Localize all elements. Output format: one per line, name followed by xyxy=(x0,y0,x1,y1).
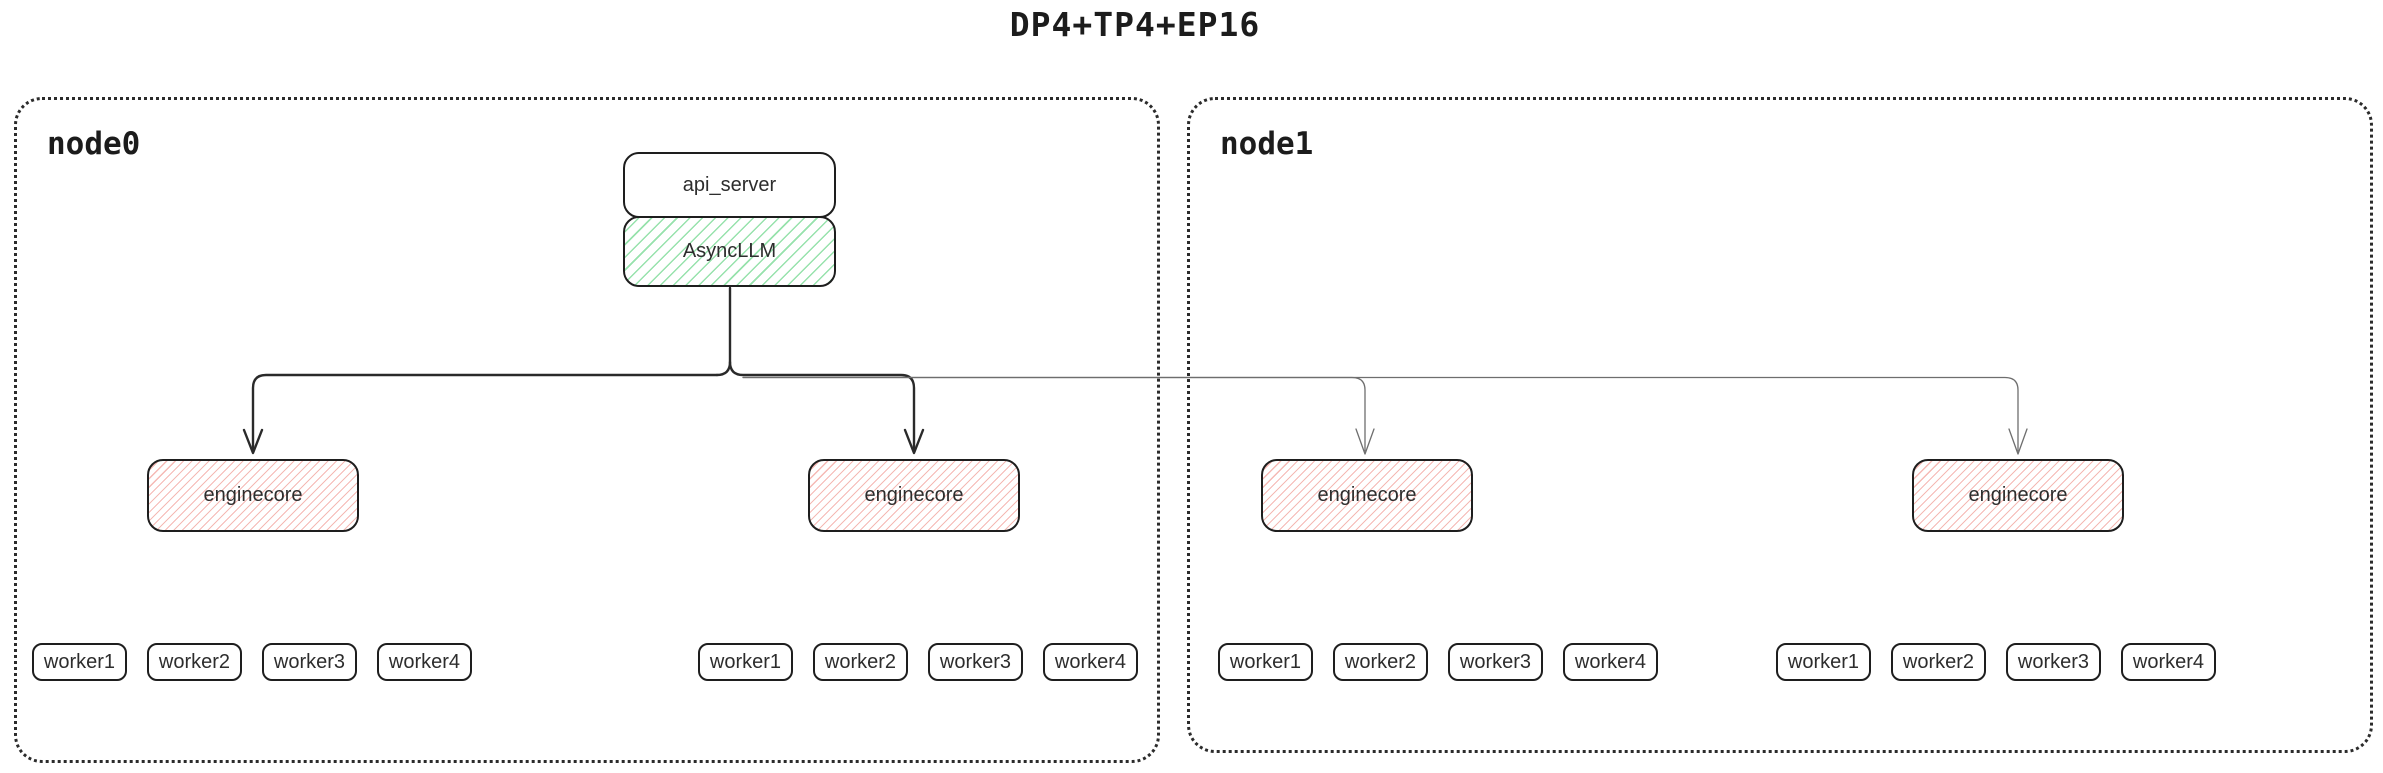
worker-box: worker2 xyxy=(147,643,242,681)
worker-label: worker3 xyxy=(939,650,1012,673)
node0-enginecore1-box: enginecore xyxy=(147,459,359,532)
worker-box: worker2 xyxy=(1891,643,1986,681)
asyncllm-box: AsyncLLM xyxy=(623,216,836,287)
worker-box: worker2 xyxy=(813,643,908,681)
worker-box: worker1 xyxy=(32,643,127,681)
worker-box: worker3 xyxy=(1448,643,1543,681)
worker-label: worker2 xyxy=(1344,650,1417,673)
worker-box: worker4 xyxy=(1043,643,1138,681)
node0-enginecore1-workers: worker1 worker2 worker3 worker4 xyxy=(32,643,472,681)
worker-box: worker3 xyxy=(262,643,357,681)
worker-box: worker1 xyxy=(698,643,793,681)
worker-label: worker1 xyxy=(1229,650,1302,673)
worker-box: worker1 xyxy=(1776,643,1871,681)
worker-label: worker3 xyxy=(273,650,346,673)
worker-label: worker3 xyxy=(1459,650,1532,673)
worker-label: worker2 xyxy=(824,650,897,673)
worker-box: worker3 xyxy=(928,643,1023,681)
asyncllm-label: AsyncLLM xyxy=(682,240,777,262)
enginecore-label: enginecore xyxy=(1317,484,1417,506)
node1-label: node1 xyxy=(1220,126,1314,162)
worker-label: worker3 xyxy=(2017,650,2090,673)
worker-label: worker4 xyxy=(2132,650,2205,673)
node0-enginecore2-box: enginecore xyxy=(808,459,1020,532)
diagram-title: DP4+TP4+EP16 xyxy=(1009,5,1261,44)
worker-label: worker2 xyxy=(158,650,231,673)
worker-label: worker1 xyxy=(709,650,782,673)
worker-label: worker2 xyxy=(1902,650,1975,673)
enginecore-label: enginecore xyxy=(1968,484,2068,506)
worker-label: worker4 xyxy=(388,650,461,673)
worker-label: worker4 xyxy=(1574,650,1647,673)
worker-box: worker2 xyxy=(1333,643,1428,681)
worker-label: worker4 xyxy=(1054,650,1127,673)
api-server-box: api_server xyxy=(623,152,836,218)
worker-label: worker1 xyxy=(43,650,116,673)
worker-label: worker1 xyxy=(1787,650,1860,673)
node1-enginecore2-workers: worker1 worker2 worker3 worker4 xyxy=(1776,643,2216,681)
worker-box: worker3 xyxy=(2006,643,2101,681)
worker-box: worker4 xyxy=(1563,643,1658,681)
node1-enginecore1-box: enginecore xyxy=(1261,459,1473,532)
node1-enginecore2-box: enginecore xyxy=(1912,459,2124,532)
node0-label: node0 xyxy=(47,126,141,162)
api-server-label: api_server xyxy=(682,173,777,196)
enginecore-label: enginecore xyxy=(864,484,964,506)
worker-box: worker4 xyxy=(377,643,472,681)
node1-enginecore1-workers: worker1 worker2 worker3 worker4 xyxy=(1218,643,1658,681)
worker-box: worker1 xyxy=(1218,643,1313,681)
node0-enginecore2-workers: worker1 worker2 worker3 worker4 xyxy=(698,643,1138,681)
worker-box: worker4 xyxy=(2121,643,2216,681)
enginecore-label: enginecore xyxy=(203,484,303,506)
